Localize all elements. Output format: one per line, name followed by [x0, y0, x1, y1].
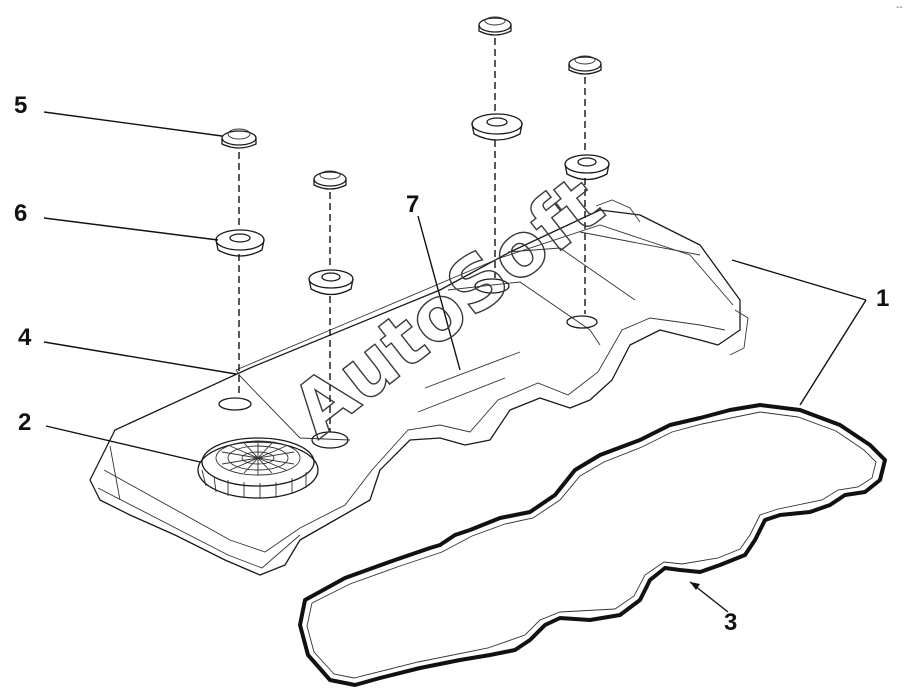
grommet-right [564, 154, 610, 181]
gasket [298, 403, 887, 687]
callout-6: 6 [14, 200, 27, 227]
grommet-center-left [308, 269, 354, 296]
gasket-inner-edge [306, 411, 877, 679]
nut-right [568, 55, 602, 75]
valve-cover [89, 199, 749, 576]
callout-2: 2 [18, 409, 31, 436]
callout-7: 7 [406, 191, 419, 218]
corner-mark: -- [896, 2, 903, 13]
callout-5: 5 [14, 92, 27, 119]
nut-center-right [478, 16, 512, 36]
oil-filler-cap [197, 437, 319, 499]
nut-left [221, 128, 257, 149]
callout-3: 3 [724, 609, 737, 636]
callout-4: 4 [18, 324, 32, 351]
grommet-center-right [471, 113, 523, 141]
assembly-axis-lines [238, 38, 586, 432]
grommet-left [215, 229, 265, 257]
callout-1: 1 [876, 285, 889, 312]
leader-lines [43, 111, 867, 613]
nut-center-left [313, 170, 347, 190]
watermark-text: AutoSoft [276, 160, 619, 454]
